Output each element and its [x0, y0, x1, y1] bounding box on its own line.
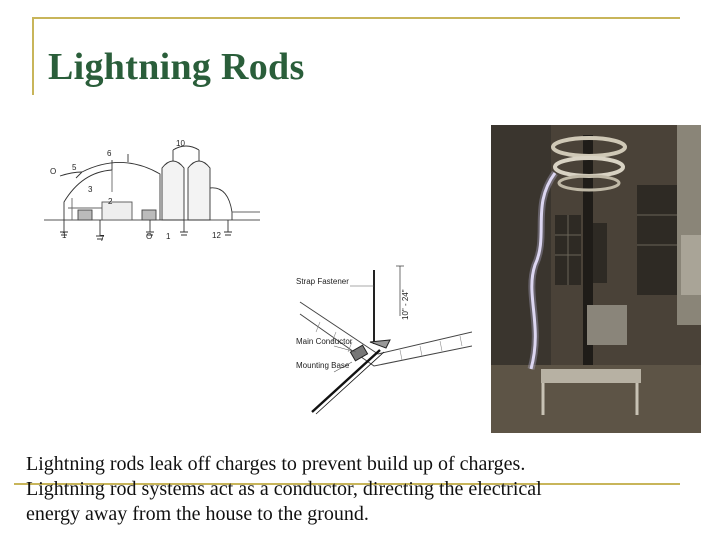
frame-left-line	[32, 17, 34, 95]
frame-top-line	[32, 17, 680, 19]
farm-lightning-diagram: 10 6 5 O 3 2 1 7 O 1 12	[42, 132, 280, 250]
farm-label-6: 6	[107, 149, 112, 158]
caption-line-1: Lightning rods leak off charges to preve…	[26, 453, 526, 475]
farm-label-10: 10	[176, 139, 185, 148]
caption-line-3: energy away from the house to the ground…	[26, 503, 369, 526]
main-conductor-label: Main Conductor	[296, 337, 353, 346]
farm-label-o-left: O	[50, 167, 56, 176]
farm-label-1-left: 1	[62, 231, 67, 240]
farm-label-o-mid: O	[146, 232, 152, 241]
caption-line-2: Lightning rod systems act as a conductor…	[26, 478, 542, 501]
farm-label-12: 12	[212, 231, 221, 240]
mounting-base-label: Mounting Base	[296, 361, 350, 370]
slide-title: Lightning Rods	[48, 46, 305, 88]
height-range-label: 10" - 24"	[401, 289, 410, 320]
strap-fastener-label: Strap Fastener	[296, 277, 349, 286]
slide-caption: Lightning rods leak off charges to preve…	[26, 452, 686, 528]
rod-mounting-diagram: Strap Fastener 10" - 24" Main Conductor …	[290, 262, 472, 422]
farm-label-2: 2	[108, 197, 113, 206]
farm-label-5: 5	[72, 163, 77, 172]
frame-bottom-line	[14, 483, 680, 485]
farm-label-3: 3	[88, 185, 93, 194]
farm-label-7: 7	[100, 234, 105, 243]
farm-label-1-mid: 1	[166, 232, 171, 241]
lightning-demo-photo	[491, 125, 701, 433]
